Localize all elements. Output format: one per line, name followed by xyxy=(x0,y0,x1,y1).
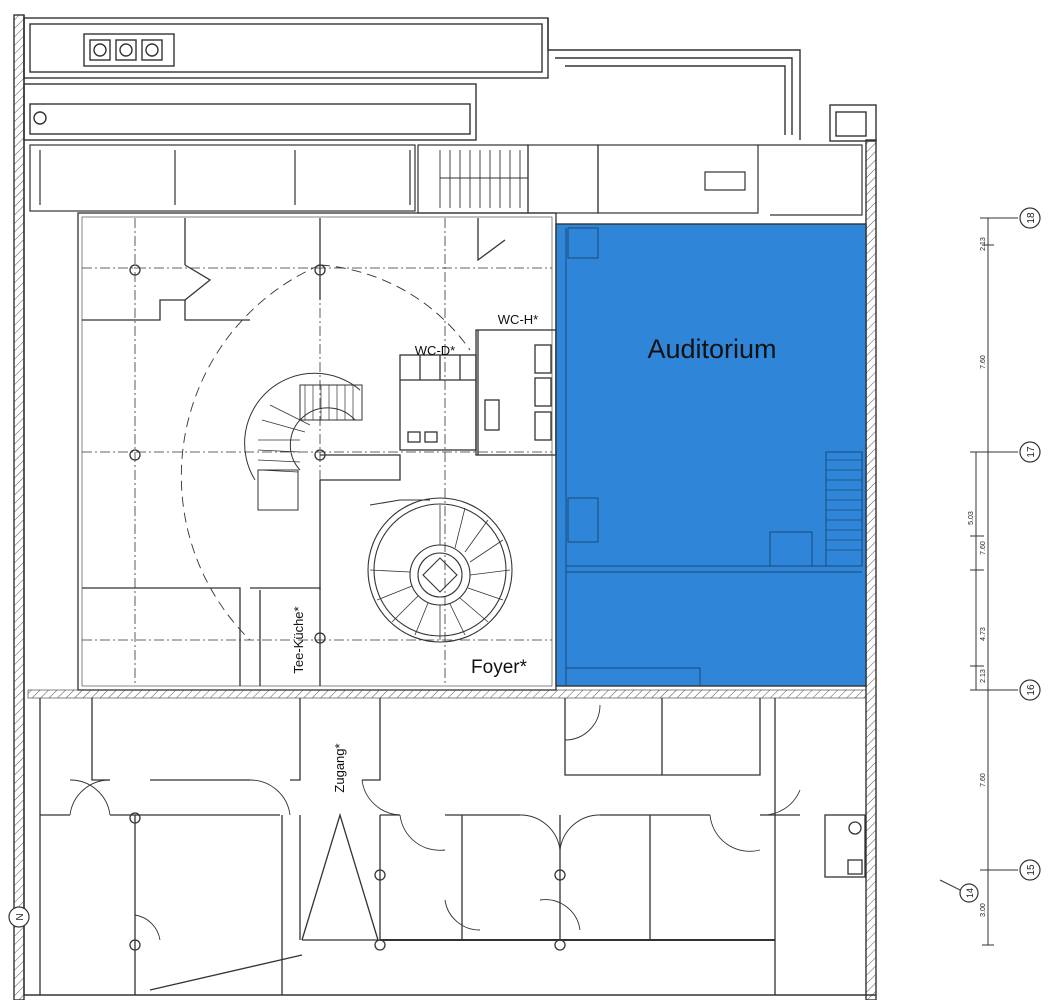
label-wc-d: WC-D* xyxy=(415,343,455,358)
axis-marker-16 xyxy=(1019,679,1041,701)
auditorium-fill xyxy=(555,223,867,687)
dimension-labels: 2.13 7.60 5.03 7.60 4.73 2.13 7.60 3.00 xyxy=(968,237,987,917)
axis-label-17: 17 xyxy=(1026,446,1037,458)
curved-stair-upper xyxy=(244,372,363,511)
north-arrow-icon: N xyxy=(8,906,30,928)
spiral-stair xyxy=(367,497,513,643)
label-auditorium: Auditorium xyxy=(647,334,776,364)
dim-17-c: 4.73 xyxy=(980,627,987,641)
axis-label-15: 15 xyxy=(1026,864,1037,876)
axis-marker-18 xyxy=(1019,207,1041,229)
service-row xyxy=(29,144,863,216)
axis-markers: 18 17 16 15 14 xyxy=(959,207,1041,903)
axis-label-16: 16 xyxy=(1026,684,1037,696)
dim-18-17-b: 7.60 xyxy=(980,355,987,369)
auditorium-area xyxy=(555,223,867,687)
dim-16-15: 7.60 xyxy=(980,773,987,787)
label-foyer: Foyer* xyxy=(471,657,528,678)
dim-18-17-a: 2.13 xyxy=(980,237,987,251)
axis-label-18: 18 xyxy=(1026,212,1037,224)
axis-marker-14 xyxy=(959,883,979,903)
svg-text:N: N xyxy=(15,913,26,920)
label-tee-kueche: Tee-Küche* xyxy=(291,606,306,673)
south-wing xyxy=(27,264,867,995)
label-zugang: Zugang* xyxy=(332,743,347,792)
axis-label-14: 14 xyxy=(965,888,975,898)
dim-17-a: 5.03 xyxy=(968,511,975,525)
axis-marker-17 xyxy=(1019,441,1041,463)
dim-15-14: 3.00 xyxy=(980,903,987,917)
dim-17-b: 7.60 xyxy=(980,541,987,555)
dimension-chain xyxy=(939,217,1018,946)
axis-marker-15 xyxy=(1019,859,1041,881)
dim-16-a: 2.13 xyxy=(980,669,987,683)
label-wc-h: WC-H* xyxy=(498,312,538,327)
